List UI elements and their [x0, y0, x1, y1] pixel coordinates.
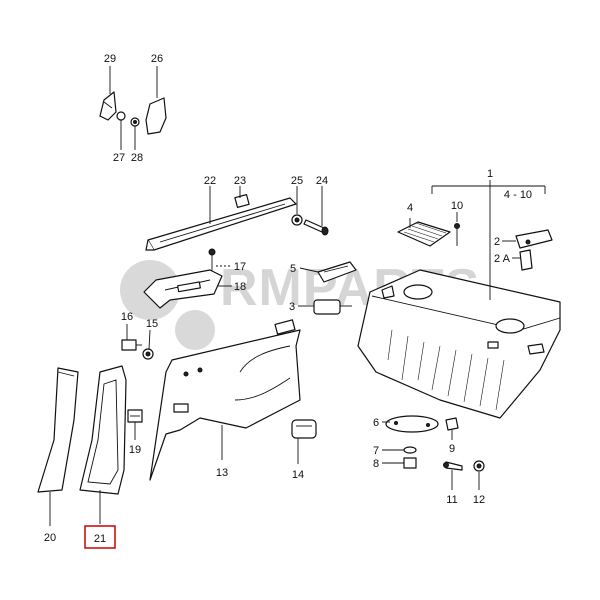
callout-19: 19 — [129, 444, 141, 456]
part-26-bracket[interactable] — [145, 97, 167, 135]
part-14-end-cap[interactable] — [291, 419, 317, 439]
part-17-screw[interactable] — [208, 248, 232, 272]
part-29-bracket[interactable] — [99, 91, 117, 121]
callout-10: 10 — [451, 200, 463, 212]
callout-4-10: 4 - 10 — [504, 189, 532, 201]
part-2a-bumper[interactable] — [519, 249, 533, 271]
part-5-handle[interactable] — [317, 261, 357, 283]
callout-27: 27 — [113, 152, 125, 164]
part-6-speaker-plate[interactable] — [385, 415, 439, 433]
part-13-side-panel[interactable] — [149, 319, 301, 481]
part-25-washer[interactable] — [291, 214, 303, 226]
part-27-nut[interactable] — [116, 111, 126, 121]
callout-15: 15 — [146, 318, 158, 330]
callout-12: 12 — [473, 494, 485, 506]
part-3-light[interactable] — [313, 299, 352, 315]
callout-4: 4 — [407, 202, 413, 214]
part-1-rear-shelf[interactable] — [357, 269, 561, 419]
callout-24: 24 — [316, 175, 328, 187]
callout-8: 8 — [373, 458, 379, 470]
part-18-bracket[interactable] — [143, 269, 223, 309]
callout-21: 21 — [94, 533, 106, 545]
part-12-washer[interactable] — [473, 460, 485, 472]
callout-29: 29 — [104, 53, 116, 65]
part-19-clip[interactable] — [127, 409, 143, 423]
part-24-screw[interactable] — [303, 219, 329, 236]
callout-7: 7 — [373, 445, 379, 457]
callout-25: 25 — [291, 175, 303, 187]
callout-28: 28 — [131, 152, 143, 164]
callout-26: 26 — [151, 53, 163, 65]
callout-5: 5 — [290, 263, 296, 275]
callout-3: 3 — [289, 301, 295, 313]
part-23-clip[interactable] — [234, 194, 250, 208]
part-7-washer[interactable] — [403, 446, 417, 454]
part-9-clip[interactable] — [445, 417, 459, 431]
part-20-pillar-trim[interactable] — [37, 367, 79, 493]
callout-17: 17 — [234, 261, 246, 273]
callout-9: 9 — [449, 443, 455, 455]
callout-23: 23 — [234, 175, 246, 187]
part-15-nut[interactable] — [142, 348, 154, 360]
part-8-nut[interactable] — [403, 457, 417, 469]
part-16-bolt[interactable] — [121, 339, 142, 351]
callout-11: 11 — [446, 494, 457, 506]
callout-1: 1 — [487, 168, 493, 180]
callout-labels: 29 26 27 28 22 23 25 24 17 18 16 15 19 1… — [44, 53, 532, 549]
part-22-rail[interactable] — [145, 197, 297, 251]
part-10-screw[interactable] — [454, 223, 460, 247]
callout-16: 16 — [121, 311, 133, 323]
callout-22: 22 — [204, 175, 216, 187]
part-4-mat[interactable] — [397, 221, 451, 247]
part-21-pillar-trim[interactable] — [79, 365, 127, 495]
part-28-washer[interactable] — [130, 117, 140, 127]
part-11-screw[interactable] — [443, 461, 463, 471]
callout-2a: 2 A — [494, 253, 511, 265]
callout-14: 14 — [292, 469, 304, 481]
callout-18: 18 — [234, 281, 246, 293]
part-2-bracket[interactable] — [515, 229, 553, 249]
highlight-box — [84, 525, 116, 549]
callout-13: 13 — [216, 467, 228, 479]
callout-20: 20 — [44, 532, 56, 544]
callout-2: 2 — [494, 236, 500, 248]
callout-6: 6 — [373, 417, 379, 429]
